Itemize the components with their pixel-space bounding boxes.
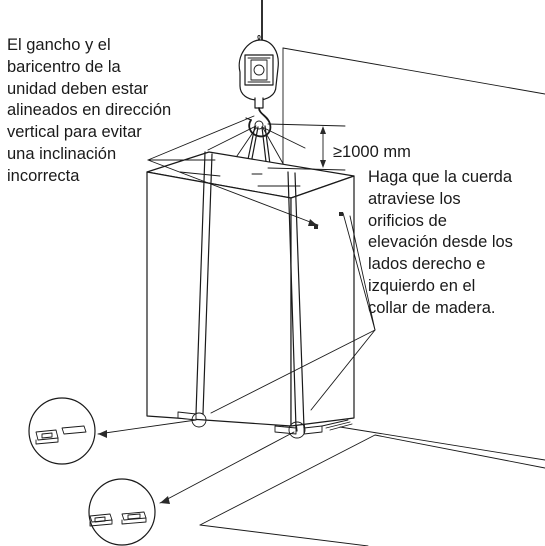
magnifier-detail-circle (28, 397, 96, 465)
crane-hook-icon (238, 35, 279, 138)
rope-note: Haga que la cuerda atraviese los orifici… (368, 167, 513, 320)
rope-note-line: Haga que la cuerda (368, 168, 513, 186)
clearance-value: ≥1000 mm (333, 143, 411, 161)
clearance-dimension (267, 123, 346, 171)
rope-note-line: izquierdo en el (368, 276, 476, 295)
rope-note-line: elevación desde los (368, 233, 513, 252)
clearance-label: ≥1000 mm (333, 142, 411, 164)
alignment-note-line: incorrecta (7, 166, 80, 185)
alignment-note-line: El gancho y el (7, 36, 111, 54)
alignment-note-line: baricentro de la (7, 57, 121, 76)
floor-plane (199, 434, 545, 546)
magnifier-detail-circle-2 (88, 478, 156, 546)
alignment-note-line: unidad deben estar (7, 79, 149, 98)
rope-note-line: atraviese los (368, 189, 461, 208)
alignment-note-line: una inclinación (7, 144, 117, 163)
rope-note-line: lados derecho e (368, 255, 486, 274)
rope-note-line: collar de madera. (368, 298, 496, 317)
outdoor-unit-box (146, 151, 355, 439)
alignment-note-line: vertical para evitar (7, 123, 142, 142)
leader-lines (97, 115, 376, 504)
alignment-note-line: alineados en dirección (7, 101, 172, 120)
rope-note-line: orificios de (368, 211, 447, 230)
alignment-note: El gancho y el baricentro de la unidad d… (7, 35, 171, 188)
